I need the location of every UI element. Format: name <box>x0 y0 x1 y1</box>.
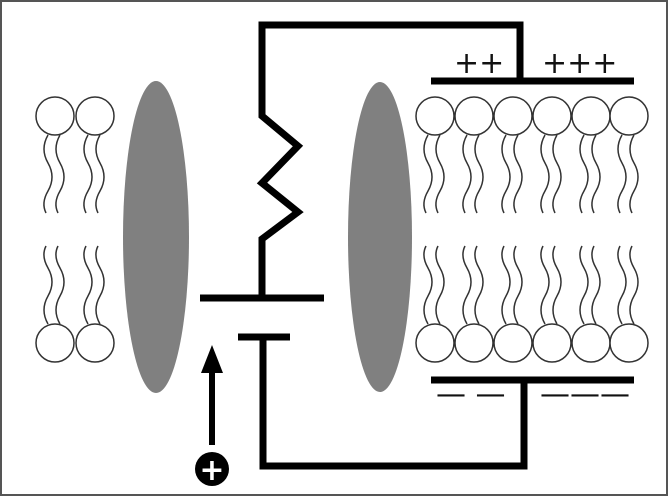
lipid-molecule <box>571 96 611 363</box>
positive-ion-icon <box>195 452 229 486</box>
lipid-molecule <box>415 96 455 363</box>
lipid-head <box>609 323 649 363</box>
lipid-head <box>454 323 494 363</box>
lipid-head <box>35 96 75 136</box>
lipid-tail <box>501 134 511 214</box>
bottom-charge-left: — — <box>436 377 506 412</box>
bottom-wire <box>259 337 528 470</box>
lipid-tail <box>629 134 639 214</box>
lipid-tail <box>95 245 105 325</box>
lipid-molecule <box>609 96 649 363</box>
lipid-tail <box>552 134 562 214</box>
lipid-tail <box>55 245 65 325</box>
lipid-tail <box>423 134 433 214</box>
lipid-tail <box>435 245 445 325</box>
lipid-head <box>415 323 455 363</box>
lipid-tail <box>83 245 93 325</box>
top-charge-right: +++ <box>542 46 617 81</box>
lipid-tail <box>540 245 550 325</box>
lipid-tail <box>591 245 601 325</box>
lipid-tail <box>629 245 639 325</box>
lipid-head <box>454 96 494 136</box>
positive-ion-symbol: + <box>199 453 224 488</box>
lipid-tail <box>513 134 523 214</box>
lipid-head <box>571 323 611 363</box>
lipid-head <box>75 96 115 136</box>
lipid-head <box>415 96 455 136</box>
lipid-tail <box>513 245 523 325</box>
left-membrane-protein <box>123 81 189 393</box>
lipid-tail <box>435 134 445 214</box>
lipid-tail <box>540 134 550 214</box>
lipid-tail <box>501 245 511 325</box>
lipid-molecule <box>75 96 115 363</box>
lipid-tail <box>43 245 53 325</box>
lipid-tail <box>579 245 589 325</box>
right-membrane-lipids <box>415 96 649 363</box>
lipid-tail <box>474 134 484 214</box>
lipid-head <box>75 323 115 363</box>
lipid-head <box>493 323 533 363</box>
lipid-molecule <box>35 96 75 363</box>
lipid-head <box>609 96 649 136</box>
lipid-tail <box>591 134 601 214</box>
lipid-tail <box>462 245 472 325</box>
left-membrane-lipids <box>35 96 115 363</box>
lipid-tail <box>617 134 627 214</box>
lipid-molecule <box>532 96 572 363</box>
resistor-wire <box>256 21 524 299</box>
lipid-head <box>532 96 572 136</box>
ion-flow-arrow-head <box>201 345 223 373</box>
lipid-tail <box>462 134 472 214</box>
lipid-tail <box>95 134 105 214</box>
lipid-tail <box>55 134 65 214</box>
lipid-head <box>493 96 533 136</box>
lipid-head <box>571 96 611 136</box>
lipid-tail <box>579 134 589 214</box>
lipid-molecule <box>454 96 494 363</box>
bottom-charge-right: ——— <box>540 377 630 412</box>
lipid-tail <box>423 245 433 325</box>
lipid-tail <box>43 134 53 214</box>
lipid-head <box>35 323 75 363</box>
lipid-tail <box>552 245 562 325</box>
lipid-molecule <box>493 96 533 363</box>
lipid-tail <box>617 245 627 325</box>
right-membrane-protein <box>348 82 412 392</box>
lipid-tail <box>83 134 93 214</box>
lipid-tail <box>474 245 484 325</box>
top-charge-left: ++ <box>454 46 504 81</box>
lipid-head <box>532 323 572 363</box>
